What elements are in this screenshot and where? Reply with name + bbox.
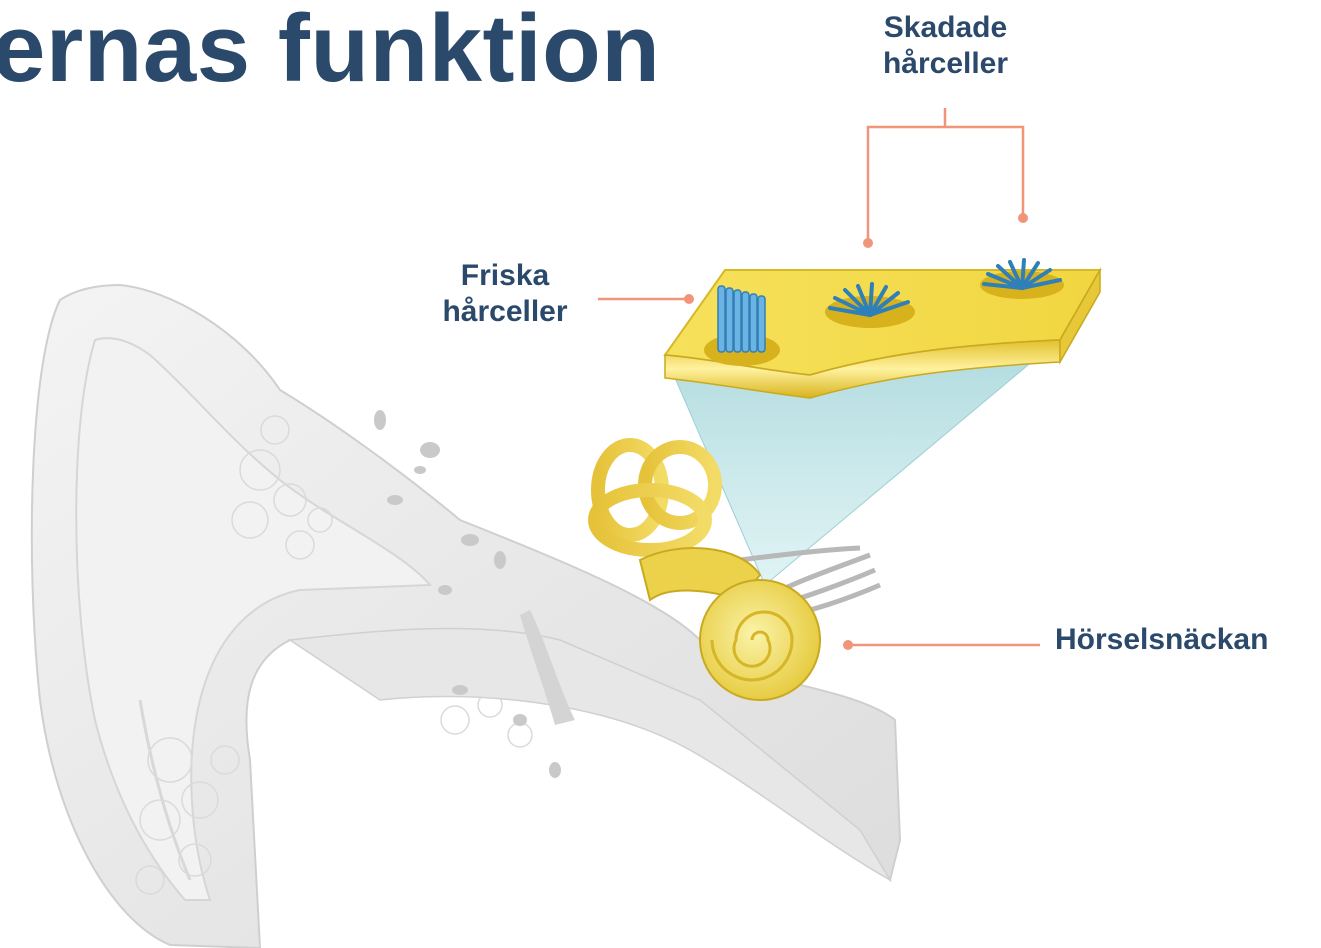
label-healthy-line2: hårceller: [425, 294, 585, 330]
semicircular-canals: [595, 445, 715, 550]
label-cochlea: Hörselsnäckan: [1055, 622, 1268, 658]
label-healthy-hair-cells: Friska hårceller: [425, 258, 585, 330]
label-damaged-hair-cells: Skadade hårceller: [858, 10, 1033, 82]
label-damaged-line1: Skadade: [858, 10, 1033, 46]
label-damaged-line2: hårceller: [858, 46, 1033, 82]
label-healthy-line1: Friska: [425, 258, 585, 294]
